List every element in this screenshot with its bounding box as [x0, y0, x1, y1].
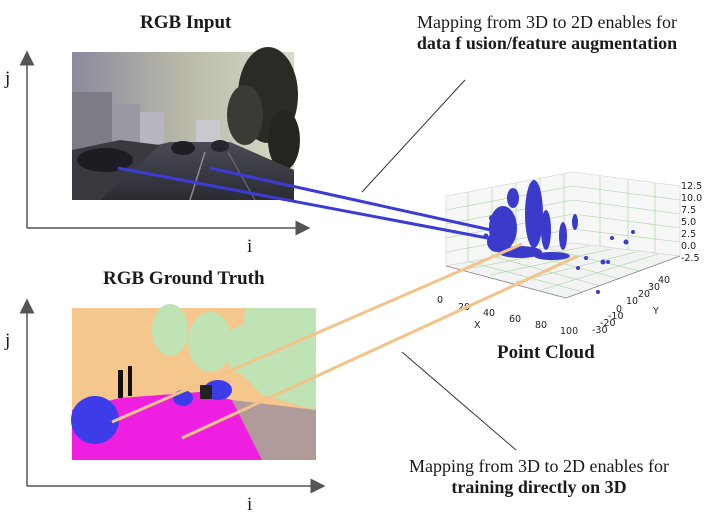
z-tick: 12.5 [681, 181, 702, 192]
y-axis-ticks: -30 -20 -10 0 10 20 30 40 Y [592, 275, 670, 336]
x-axis-label: X [474, 320, 481, 331]
z-tick: 5.0 [681, 217, 696, 228]
z-tick: -2.5 [681, 253, 700, 264]
bottom-caption-line2: training directly on 3D [451, 477, 627, 497]
top-j-label: j [5, 68, 11, 89]
x-tick: 40 [483, 308, 495, 319]
bottom-caption-line1: Mapping from 3D to 2D enables for [409, 456, 669, 476]
y-tick: -30 [592, 325, 608, 336]
x-tick: 80 [535, 320, 547, 331]
z-tick: 7.5 [681, 205, 696, 216]
x-tick: 0 [437, 295, 443, 306]
rgb-input-title: RGB Input [140, 12, 232, 33]
z-tick: 2.5 [681, 229, 696, 240]
y-tick: 0 [616, 304, 622, 315]
ground-truth-title: RGB Ground Truth [103, 268, 265, 289]
bottom-axes [19, 298, 326, 494]
point-cloud-title: Point Cloud [497, 342, 595, 363]
bottom-j-label: j [5, 330, 11, 351]
y-axis-label: Y [652, 306, 659, 317]
top-i-label: i [247, 236, 253, 257]
rgb-projection-lines [117, 166, 501, 242]
y-tick: 40 [658, 275, 670, 286]
bottom-caption: Mapping from 3D to 2D enables for traini… [360, 456, 718, 498]
rgb-input-image [72, 47, 300, 201]
point-cloud-points [483, 180, 635, 294]
ground-truth-image [71, 304, 316, 460]
point-cloud-plot: 12.5 10.0 7.5 5.0 2.5 0.0 -2.5 0 20 40 6… [437, 171, 702, 337]
x-tick: 60 [509, 314, 521, 325]
bottom-i-label: i [247, 494, 253, 515]
top-axes [19, 50, 311, 236]
y-tick: 30 [648, 282, 660, 293]
rgb-link-line [117, 166, 499, 242]
bottom-callout-line [401, 351, 517, 451]
y-tick: -20 [600, 318, 616, 329]
y-tick: 20 [638, 289, 650, 300]
top-caption-line2: data f usion/feature augmentation [416, 33, 678, 53]
x-axis-ticks: 0 20 40 60 80 100 X [437, 295, 578, 337]
top-caption: Mapping from 3D to 2D enables for data f… [372, 12, 722, 54]
rgb-link-line [209, 166, 501, 234]
z-axis-ticks: 12.5 10.0 7.5 5.0 2.5 0.0 -2.5 [681, 181, 702, 264]
y-tick: 10 [626, 296, 638, 307]
top-caption-line1: Mapping from 3D to 2D enables for [417, 12, 677, 32]
gt-projection-lines [111, 242, 579, 440]
z-tick: 10.0 [681, 193, 702, 204]
y-tick: -10 [608, 311, 624, 322]
z-tick: 0.0 [681, 241, 696, 252]
top-callout-line [361, 79, 466, 193]
x-tick: 100 [560, 326, 578, 337]
gt-link-line [111, 242, 523, 424]
gt-link-line [181, 254, 579, 440]
